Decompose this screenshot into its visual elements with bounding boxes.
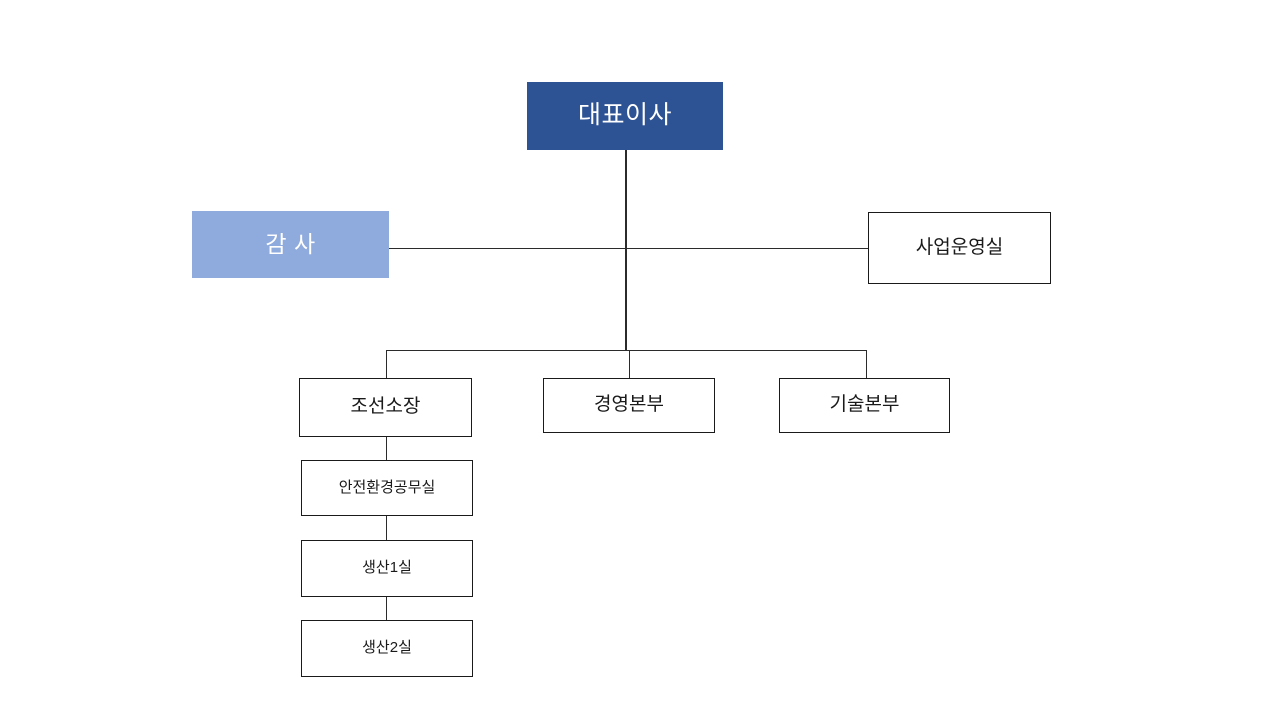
node-business-ops[interactable]: 사업운영실	[868, 212, 1051, 284]
connector-ceo-trunk	[625, 150, 627, 351]
node-production-1-label: 생산1실	[362, 559, 412, 577]
node-audit[interactable]: 감 사	[192, 211, 389, 278]
node-production-1[interactable]: 생산1실	[301, 540, 473, 597]
connector-division-bar	[386, 350, 867, 351]
connector-safety-to-production1	[386, 516, 387, 540]
connector-drop-shipyard	[386, 350, 387, 378]
node-management-div-label: 경영본부	[594, 394, 664, 416]
node-production-2[interactable]: 생산2실	[301, 620, 473, 677]
node-audit-label: 감 사	[265, 230, 316, 257]
node-shipyard-head[interactable]: 조선소장	[299, 378, 472, 437]
connector-drop-technology	[866, 350, 867, 378]
node-production-2-label: 생산2실	[362, 639, 412, 657]
connector-drop-management	[629, 350, 630, 378]
node-technology-div[interactable]: 기술본부	[779, 378, 950, 433]
node-shipyard-head-label: 조선소장	[350, 396, 421, 418]
connector-shipyard-to-safety	[386, 437, 387, 460]
node-ceo-label: 대표이사	[577, 101, 672, 130]
node-business-ops-label: 사업운영실	[915, 236, 1004, 258]
connector-production1-to-production2	[386, 597, 387, 620]
node-technology-div-label: 기술본부	[829, 394, 900, 416]
node-management-div[interactable]: 경영본부	[543, 378, 715, 433]
node-ceo[interactable]: 대표이사	[527, 82, 723, 150]
connector-staff-horizontal	[389, 248, 869, 249]
node-safety-env[interactable]: 안전환경공무실	[301, 460, 473, 516]
node-safety-env-label: 안전환경공무실	[338, 478, 436, 496]
